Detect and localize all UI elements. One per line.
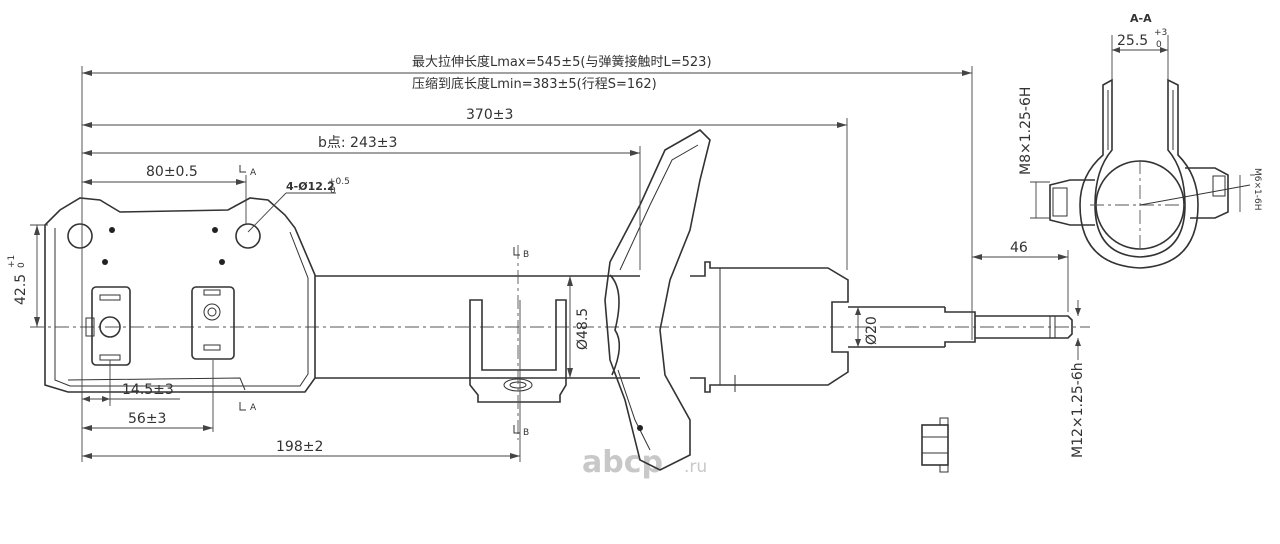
extension-lines: [81, 66, 1069, 462]
dim-b-point: b点: 243±3: [82, 135, 640, 156]
dim-14-label: 14.5±3: [122, 382, 174, 398]
dim-198-label: 198±2: [276, 439, 323, 455]
d25-tol-upper: +3: [1154, 28, 1167, 38]
dim-max-length: 最大拉伸长度Lmax=545±5(与弹簧接触时L=523) 压缩到底长度Lmin…: [82, 54, 972, 92]
piston-rod: [848, 306, 1073, 348]
m8-label: M8×1.25-6H: [1018, 87, 1034, 175]
section-mark-b-bottom: B: [513, 425, 529, 438]
rivet-dot: [102, 259, 108, 265]
dim-42-label: 42.5: [13, 274, 29, 305]
dim-370: 370±3: [82, 107, 847, 128]
dim-42: 42.5 +1 0: [7, 224, 48, 327]
lower-slot: [91, 286, 131, 366]
d25-label: 25.5: [1117, 33, 1148, 49]
watermark-logo: abcp .ru: [582, 445, 707, 480]
dim-holes: 4-Ø12.2 +0.5 0: [247, 177, 350, 233]
svg-text:A: A: [250, 403, 257, 413]
b-point-label: b点: 243±3: [318, 135, 397, 151]
dim-80: 80±0.5: [82, 164, 246, 185]
dia20-label: Ø20: [864, 316, 880, 345]
watermark-brand: abcp: [582, 445, 663, 480]
m6-label: M6×1-6H: [1252, 168, 1262, 211]
svg-text:A: A: [250, 168, 257, 178]
mount-hole-1: [67, 223, 93, 249]
rivet-dot: [212, 227, 218, 233]
section-mark-b-top: B: [513, 247, 529, 260]
svg-text:B: B: [523, 428, 529, 438]
dim-56-label: 56±3: [128, 411, 166, 427]
section-label: A-A: [1130, 12, 1152, 25]
holes-label: 4-Ø12.2: [286, 180, 335, 193]
mount-bracket: [44, 197, 316, 393]
section-mark-a-top: A: [239, 165, 257, 178]
dim-m12: M12×1.25-6h: [1070, 300, 1086, 458]
dim-14: 14.5±3: [82, 382, 180, 402]
section-view-aa: A-A 25.5 +3 0 M8×1.25-6H M6×1-6H: [1018, 12, 1262, 269]
dim-dia48: Ø48.5: [567, 276, 591, 378]
dia48-label: Ø48.5: [575, 308, 591, 350]
rivet-dot: [219, 259, 225, 265]
dim-46-label: 46: [1010, 240, 1028, 256]
nut-icon: [921, 417, 949, 473]
dim-56: 56±3: [82, 411, 213, 431]
seat-bracket: [469, 299, 567, 403]
dim-42-tol-upper: +1: [7, 255, 17, 268]
svg-text:B: B: [523, 250, 529, 260]
dim-198: 198±2: [82, 439, 520, 459]
max-length-label: 最大拉伸长度Lmax=545±5(与弹簧接触时L=523): [412, 54, 712, 70]
d25-tol-lower: 0: [1156, 40, 1162, 50]
rivet-dot: [109, 227, 115, 233]
length-370-label: 370±3: [466, 107, 513, 123]
outer-tube: [315, 245, 640, 440]
m12-label: M12×1.25-6h: [1070, 362, 1086, 458]
dim-dia20: Ø20: [855, 307, 880, 347]
section-mark-a-bottom: A: [239, 402, 257, 413]
upper-slot: [191, 286, 235, 360]
dim-42-tol-lower: 0: [17, 262, 27, 268]
dim-80-label: 80±0.5: [146, 164, 198, 180]
lower-bolt-hole: [99, 316, 121, 338]
spring-seat: [604, 129, 711, 471]
holes-tol-lower: 0: [330, 186, 336, 196]
min-length-label: 压缩到底长度Lmin=383±5(行程S=162): [412, 76, 657, 92]
holes-tol-upper: +0.5: [328, 177, 350, 187]
watermark-domain: .ru: [684, 457, 707, 477]
dust-cover: [690, 261, 849, 393]
mount-hole-2: [235, 223, 261, 249]
dim-46: 46: [972, 240, 1068, 260]
